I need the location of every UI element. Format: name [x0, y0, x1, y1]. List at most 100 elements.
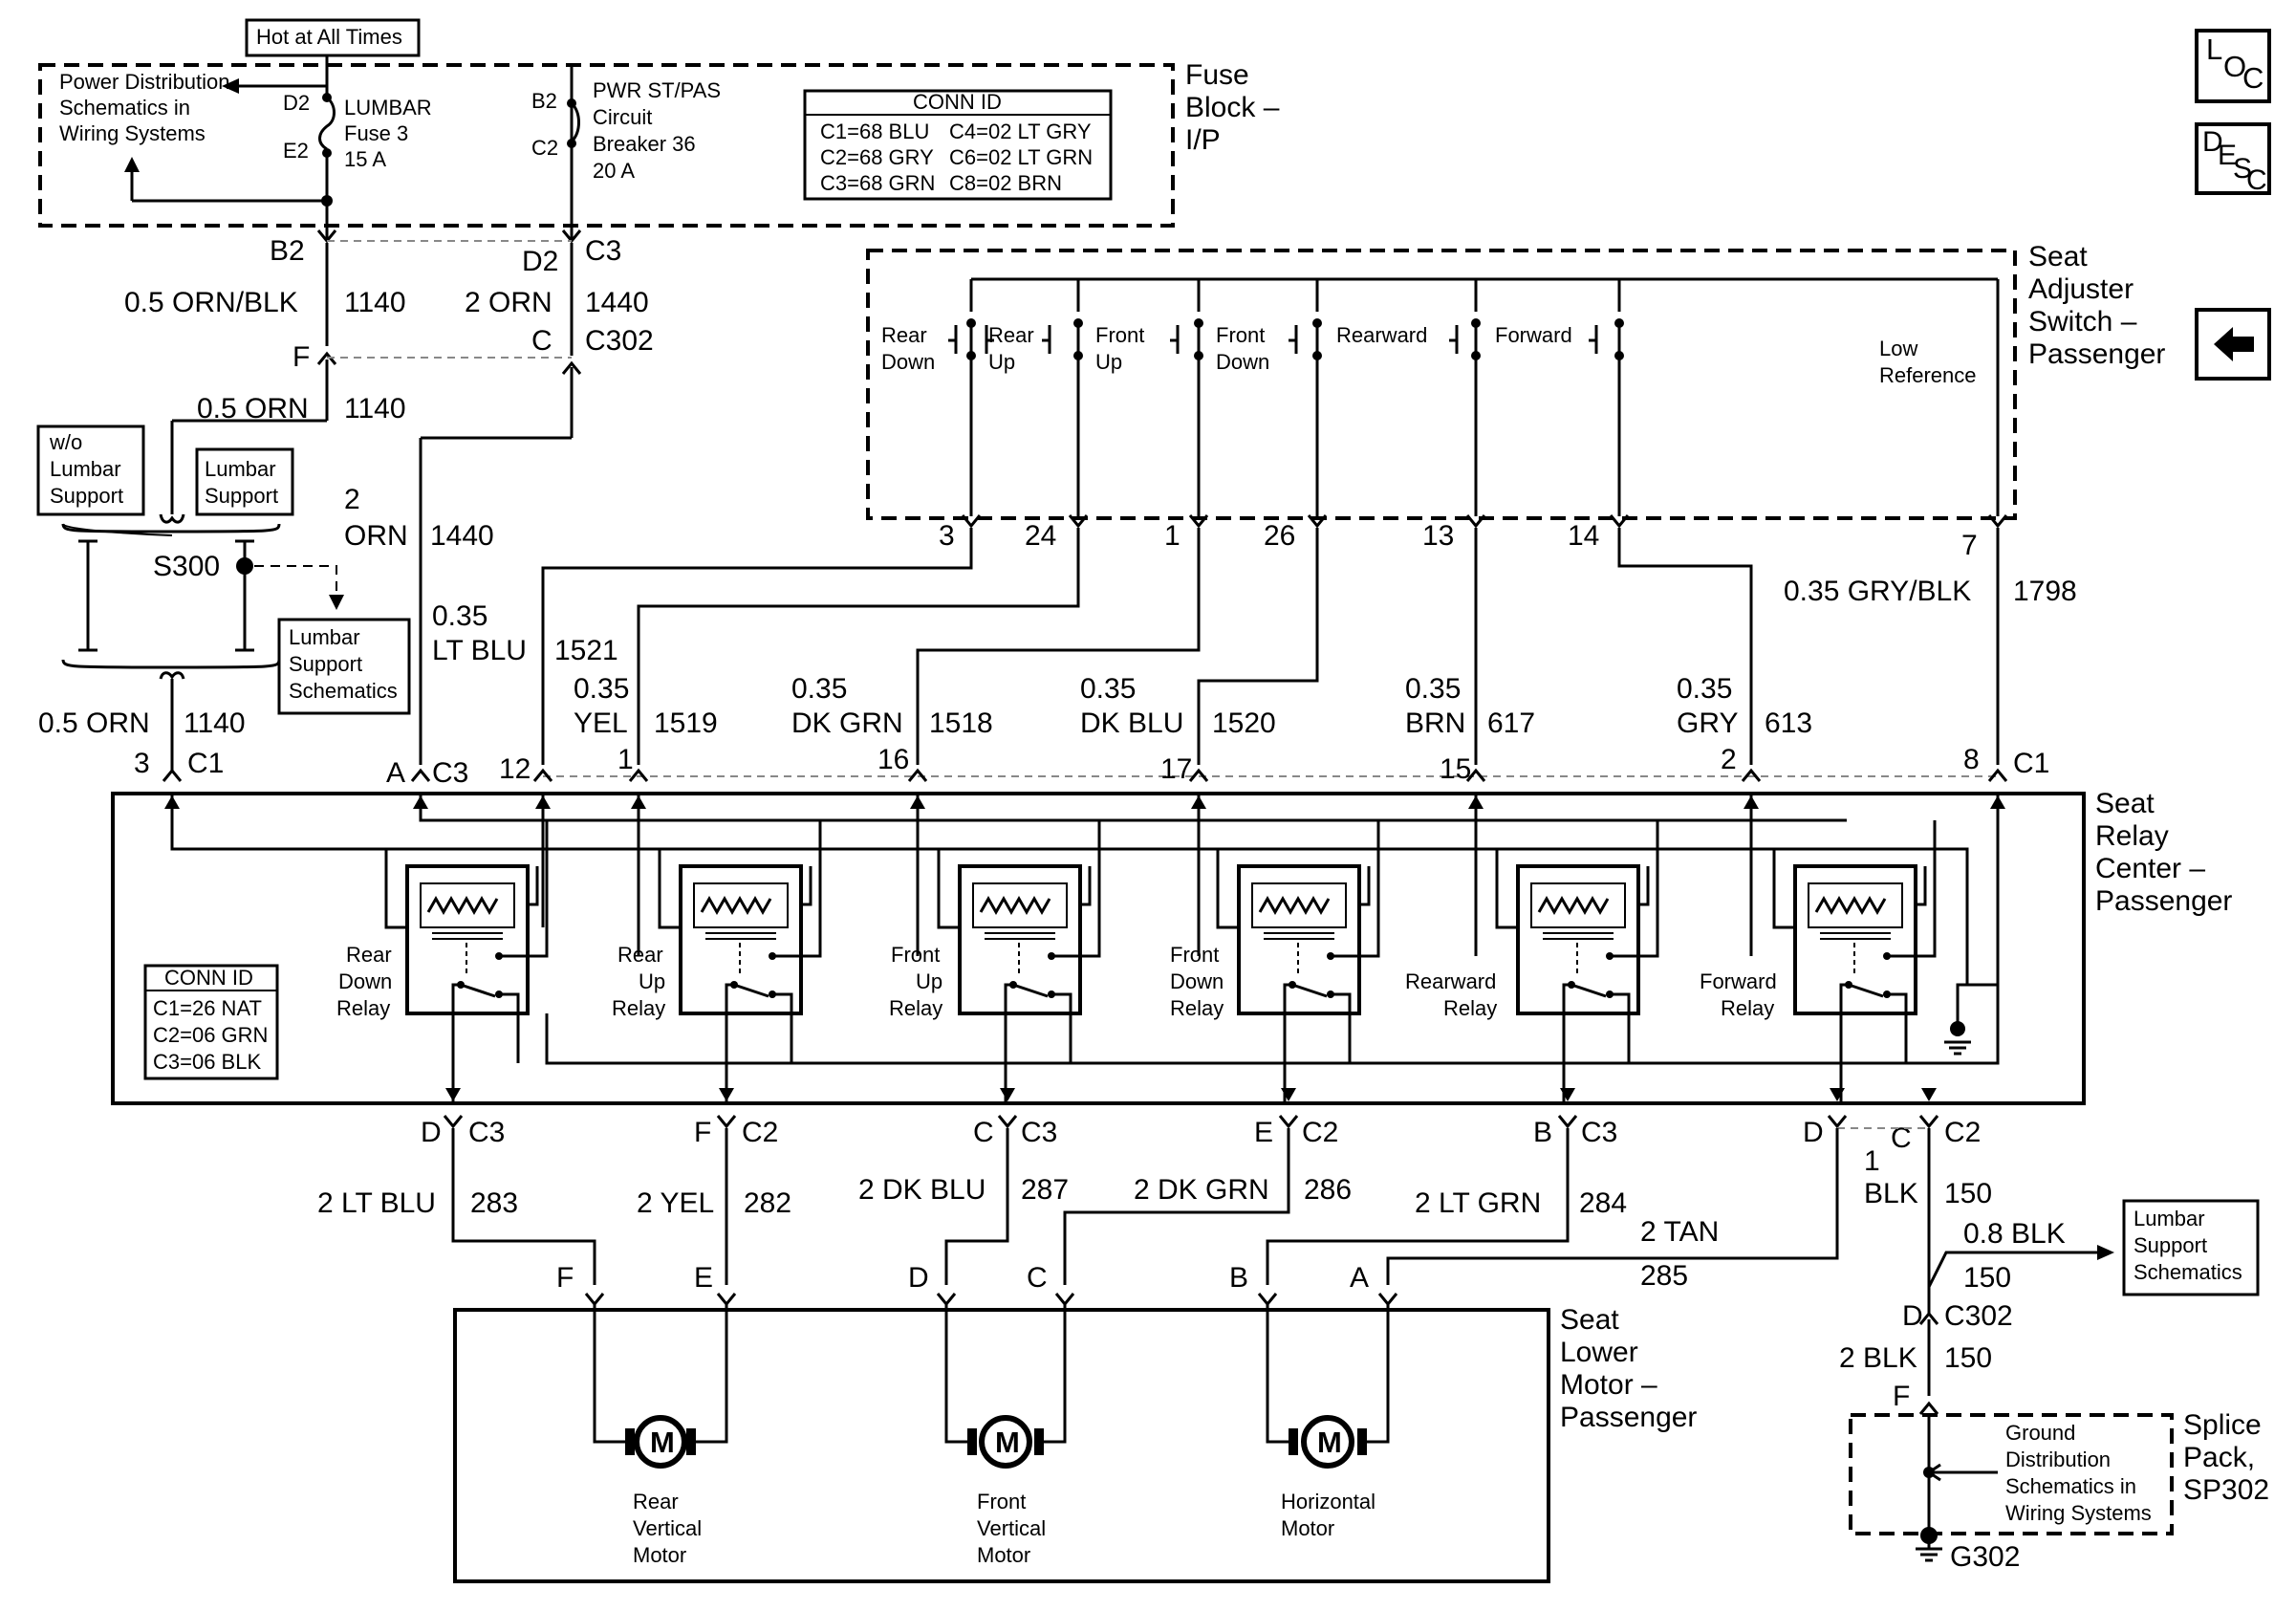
relay-c1-pin: 15 — [1440, 753, 1471, 785]
svg-text:0.35: 0.35 — [432, 600, 487, 632]
hot-at-all-times-label: Hot at All Times — [256, 25, 402, 49]
svg-text:M: M — [995, 1426, 1020, 1459]
loc-button[interactable]: L O C — [2195, 29, 2271, 103]
motor-box-title: Seat — [1560, 1304, 1619, 1336]
svg-text:Lumbar: Lumbar — [2134, 1207, 2205, 1230]
svg-text:Support: Support — [289, 652, 362, 676]
svg-text:Schematics: Schematics — [2134, 1260, 2242, 1284]
wire-287-label: 2 DK BLU — [858, 1174, 986, 1206]
svg-text:M: M — [1317, 1426, 1342, 1459]
svg-text:283: 283 — [470, 1187, 518, 1219]
front-down-switch-label: Front — [1216, 323, 1265, 347]
relay-c1-pin: 17 — [1160, 753, 1192, 785]
svg-text:C302: C302 — [585, 325, 654, 357]
svg-text:D2: D2 — [522, 246, 558, 277]
relay-5-icon — [1495, 820, 1659, 1101]
svg-text:Passenger: Passenger — [2095, 885, 2232, 917]
svg-text:C2: C2 — [742, 1117, 778, 1148]
front-up-relay-label: Front — [891, 943, 940, 967]
svg-text:Down: Down — [1216, 350, 1269, 374]
rear-vertical-motor-icon: M — [625, 1415, 696, 1469]
svg-text:Breaker 36: Breaker 36 — [593, 132, 696, 156]
switch-contacts — [948, 318, 1624, 360]
switch-pin: 3 — [939, 520, 955, 552]
wire-1440b-label: ORN — [344, 520, 408, 552]
relay-c1-pin: 2 — [1721, 744, 1737, 775]
svg-text:A: A — [386, 757, 405, 789]
svg-text:C1=26 NAT: C1=26 NAT — [153, 996, 262, 1020]
svg-text:Lower: Lower — [1560, 1337, 1638, 1368]
lumbar-support-schematics-box-2 — [2122, 1199, 2260, 1296]
svg-text:1520: 1520 — [1212, 708, 1276, 739]
svg-text:Support: Support — [50, 484, 123, 508]
ground-g302-label: G302 — [1950, 1541, 2020, 1573]
switch-to-relay-wiring: 0.35 LT BLU 1521 0.35 YEL 1519 0.35 DK G… — [432, 528, 2077, 785]
motor-pin: F — [556, 1262, 574, 1294]
loc-icon[interactable] — [2195, 29, 2271, 103]
svg-text:Distribution: Distribution — [2005, 1448, 2111, 1471]
svg-text:C: C — [2242, 61, 2264, 95]
motor-output-wiring: D C3 F C2 C C3 E C2 B C3 D C C2 2 LT BLU… — [317, 1088, 1992, 1292]
svg-text:Relay: Relay — [612, 996, 665, 1020]
svg-text:Motor: Motor — [633, 1543, 686, 1567]
pds-label: Power Distribution — [59, 70, 230, 94]
svg-text:C3: C3 — [468, 1117, 505, 1148]
svg-text:C2: C2 — [531, 136, 558, 160]
rear-up-switch-label: Rear — [988, 323, 1034, 347]
svg-text:Relay: Relay — [1170, 996, 1224, 1020]
svg-text:F: F — [1893, 1381, 1910, 1412]
svg-text:1521: 1521 — [554, 635, 618, 666]
svg-text:1140: 1140 — [184, 708, 246, 739]
rearward-relay-label: Rearward — [1405, 969, 1496, 993]
forward-switch-label: Forward — [1495, 323, 1572, 347]
fuse-conn-id-table — [803, 89, 1113, 201]
svg-text:C2=06 GRN: C2=06 GRN — [153, 1023, 268, 1047]
svg-text:Fuse 3: Fuse 3 — [344, 121, 408, 145]
breaker-label: PWR ST/PAS — [593, 78, 721, 102]
svg-text:Schematics in: Schematics in — [2005, 1474, 2136, 1498]
wire-1519-label: YEL — [574, 708, 628, 739]
motor-pin: B — [1229, 1262, 1248, 1294]
front-vertical-motor-icon: M — [967, 1415, 1044, 1469]
svg-text:613: 613 — [1765, 708, 1812, 739]
svg-text:C2=68 GRY: C2=68 GRY — [820, 145, 934, 169]
seat-adjuster-switch: Rear Down Rear Up Front Up Front Down Re… — [866, 241, 2165, 561]
svg-text:C3: C3 — [432, 757, 468, 789]
desc-button[interactable]: D E S C — [2195, 122, 2271, 196]
fuse-symbol — [318, 96, 336, 151]
svg-text:C6=02 LT GRN: C6=02 LT GRN — [949, 145, 1093, 169]
svg-text:D: D — [2202, 126, 2223, 158]
switch-pin: 26 — [1264, 520, 1295, 552]
front-vertical-motor-label: Front — [977, 1490, 1026, 1513]
svg-text:Relay: Relay — [889, 996, 942, 1020]
wire-284-label: 2 LT GRN — [1415, 1187, 1541, 1219]
svg-text:Relay: Relay — [2095, 820, 2169, 852]
ground-distribution-label: Ground — [2005, 1421, 2075, 1445]
svg-text:Block –: Block – — [1185, 92, 1280, 123]
svg-text:C302: C302 — [1944, 1300, 2013, 1332]
svg-text:1440: 1440 — [585, 287, 649, 318]
rear-vertical-motor-label: Rear — [633, 1490, 679, 1513]
svg-text:150: 150 — [1963, 1262, 2011, 1294]
rear-down-switch-label: Rear — [881, 323, 927, 347]
svg-text:F: F — [292, 341, 310, 373]
wire-08-blk-label: 0.8 BLK — [1963, 1218, 2066, 1250]
svg-text:1: 1 — [1864, 1145, 1880, 1177]
lumbar-fuse-label: LUMBAR — [344, 96, 432, 120]
svg-text:CONN ID: CONN ID — [164, 966, 253, 990]
relay-ground-icon — [1950, 1021, 1965, 1036]
svg-text:D: D — [1902, 1300, 1923, 1332]
ground-circuit: 0.8 BLK 150 Lumbar Support Schematics D … — [1839, 1128, 2269, 1573]
svg-text:0.35: 0.35 — [574, 673, 629, 705]
horizontal-motor-icon: M — [1289, 1415, 1367, 1469]
feed-wiring: B2 D2 C3 0.5 ORN/BLK 1140 2 ORN 1440 F C… — [36, 229, 654, 789]
arrow-left-icon — [222, 78, 239, 94]
relay-group — [384, 820, 1937, 1101]
relay-3-icon — [937, 820, 1101, 1101]
desc-icon[interactable] — [2195, 122, 2271, 195]
back-button[interactable] — [2195, 308, 2271, 381]
svg-text:285: 285 — [1640, 1260, 1688, 1292]
switch-title: Seat — [2028, 241, 2088, 272]
svg-text:Switch –: Switch – — [2028, 306, 2137, 337]
